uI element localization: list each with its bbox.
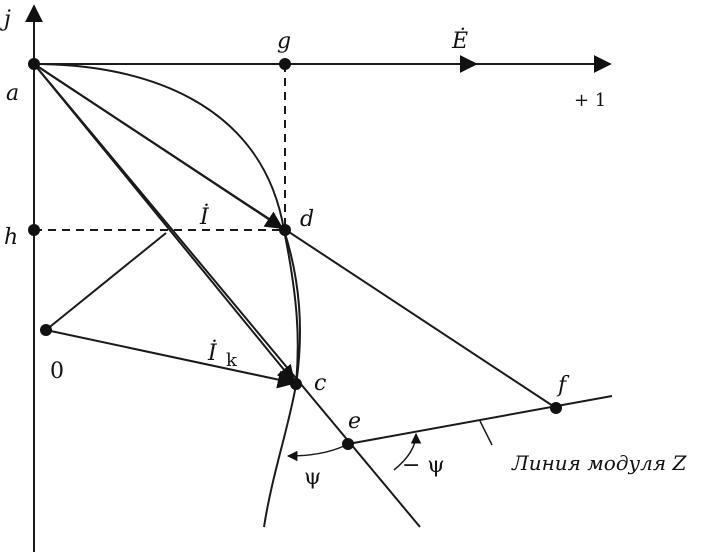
label-g: g — [277, 29, 291, 54]
label-zero: 0 — [50, 359, 64, 384]
label-j-axis: j — [0, 7, 11, 32]
label-plus-one: + 1 — [574, 90, 606, 111]
point-c — [290, 378, 302, 390]
circle-arc — [33, 63, 299, 528]
label-ik-sub: k — [226, 350, 238, 371]
psi-arc — [286, 445, 345, 462]
vector-a-d — [33, 63, 284, 229]
label-current: İ — [199, 203, 210, 230]
point-d — [279, 224, 291, 236]
minus-psi-arc — [393, 432, 422, 471]
point-f — [550, 402, 562, 414]
label-d: d — [300, 207, 314, 232]
point-h — [28, 224, 40, 236]
label-f: f — [556, 373, 570, 398]
label-minus-psi: − ψ — [402, 453, 445, 478]
label-c: c — [314, 371, 326, 396]
label-e: e — [348, 409, 361, 434]
arc-d-c — [283, 229, 301, 386]
label-ik: İ — [207, 339, 218, 366]
label-a: a — [6, 81, 19, 106]
point-e — [342, 438, 354, 450]
point-zero — [40, 324, 52, 336]
point-a — [28, 58, 40, 70]
vector-0-c — [45, 329, 296, 389]
point-g — [279, 58, 291, 70]
label-h: h — [4, 225, 18, 250]
label-e-vector: Ė — [451, 27, 468, 54]
modulus-z-line — [347, 395, 613, 445]
label-psi: ψ — [304, 465, 321, 490]
caption-leader — [479, 420, 493, 446]
caption-modulus-z: Линия модуля Z — [511, 451, 687, 475]
vector-ik — [33, 63, 296, 384]
line-0-mid — [45, 232, 167, 331]
